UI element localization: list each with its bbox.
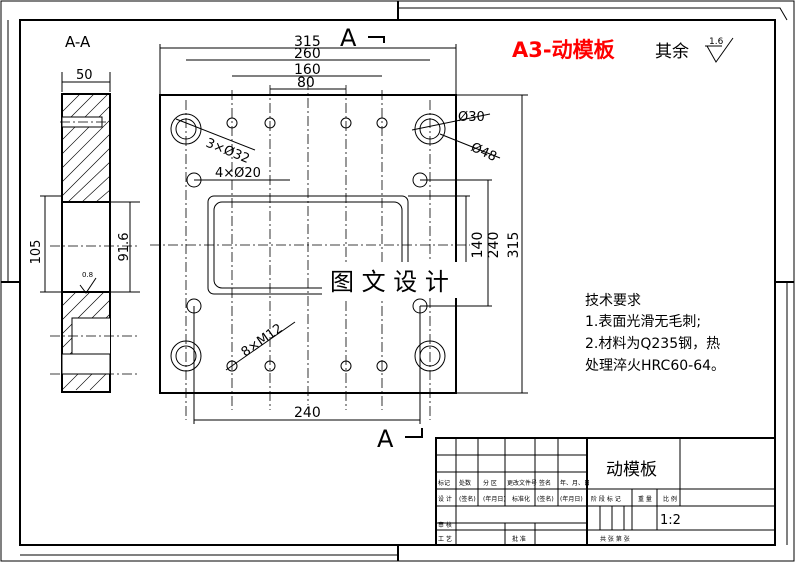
section-height-105: 105 [29,240,44,265]
dim-160: 160 [294,62,321,78]
technical-notes: 技术要求 1.表面光滑无毛刺; 2.材料为Q235钢，热 处理淬火HRC60-6… [585,293,725,374]
tb-sheets: 共 张 第 张 [600,535,630,543]
tb-h-mark: 标记 [438,479,450,487]
tb-scale: 1:2 [660,513,681,528]
dim-80: 80 [297,75,315,91]
section-height-91-6: 91.6 [117,233,132,262]
notes-line-2: 2.材料为Q235钢，热 [585,336,720,352]
section-mark-top: A [340,24,357,52]
dim-315-right: 315 [506,232,522,259]
section-view-a-a: A-A 50 [29,33,140,393]
roughness-symbol: 1.6 [705,37,734,63]
tb-process: 工 艺 [438,535,452,543]
callout-8xm12: 8×M12 [239,321,286,360]
tb-h-doc: 更改文件号 [507,479,537,487]
tb-review: 审 核 [438,521,452,529]
section-roughness-value: 0.8 [82,271,93,279]
tb-approve: 批 准 [512,535,526,543]
drawing-title: A3-动模板 其余 1.6 [512,37,734,63]
notes-line-3: 处理淬火HRC60-64。 [585,358,725,374]
drawing-title-main: A3-动模板 [512,38,616,62]
callout-4x20: 4×Ø20 [215,166,261,181]
dim-260: 260 [294,46,321,62]
roughness-value: 1.6 [709,37,724,47]
tb-ratio: 比 例 [663,495,677,503]
tb-h-count: 处数 [459,479,471,487]
part-name: 动模板 [606,460,657,480]
tb-r-sign2: (签名) [537,495,554,503]
title-block: 动模板 标记 处数 分 区 更改文件号 签名 年、月、日 设 计 (签名) (年… [435,437,776,546]
section-width-dim: 50 [76,68,93,83]
notes-heading: 技术要求 [585,293,641,309]
callout-3x32: 3×Ø32 [204,136,252,167]
notes-line-1: 1.表面光滑无毛刺; [585,313,701,330]
tb-r-sign: (签名) [459,495,476,503]
section-mark-bottom: A [377,425,394,453]
dim-240-bottom: 240 [294,405,321,421]
tb-r-date: (年月日) [483,495,506,503]
tb-stage: 阶 段 标 记 [591,495,621,503]
drawing-title-rest: 其余 [655,42,689,62]
tb-weight: 重 量 [638,495,652,503]
tb-r-std: 标准化 [512,495,530,503]
dim-140: 140 [470,232,486,259]
plan-view: A A [150,24,528,453]
watermark: 图 文 设 计 [330,268,449,296]
section-hatching-upper [61,93,111,203]
callout-d30: Ø30 [458,110,485,125]
tb-h-date: 年、月、日 [560,479,590,487]
tb-h-sign: 签名 [539,479,551,487]
thread-holes [226,117,388,372]
dim-240-right: 240 [486,232,502,259]
section-label: A-A [65,33,91,51]
dim-315-top: 315 [294,34,321,50]
tb-h-zone: 分 区 [483,479,497,487]
tb-r-design: 设 计 [438,495,452,503]
tb-r-date2: (年月日) [560,495,583,503]
callout-d48: Ø48 [468,140,499,165]
